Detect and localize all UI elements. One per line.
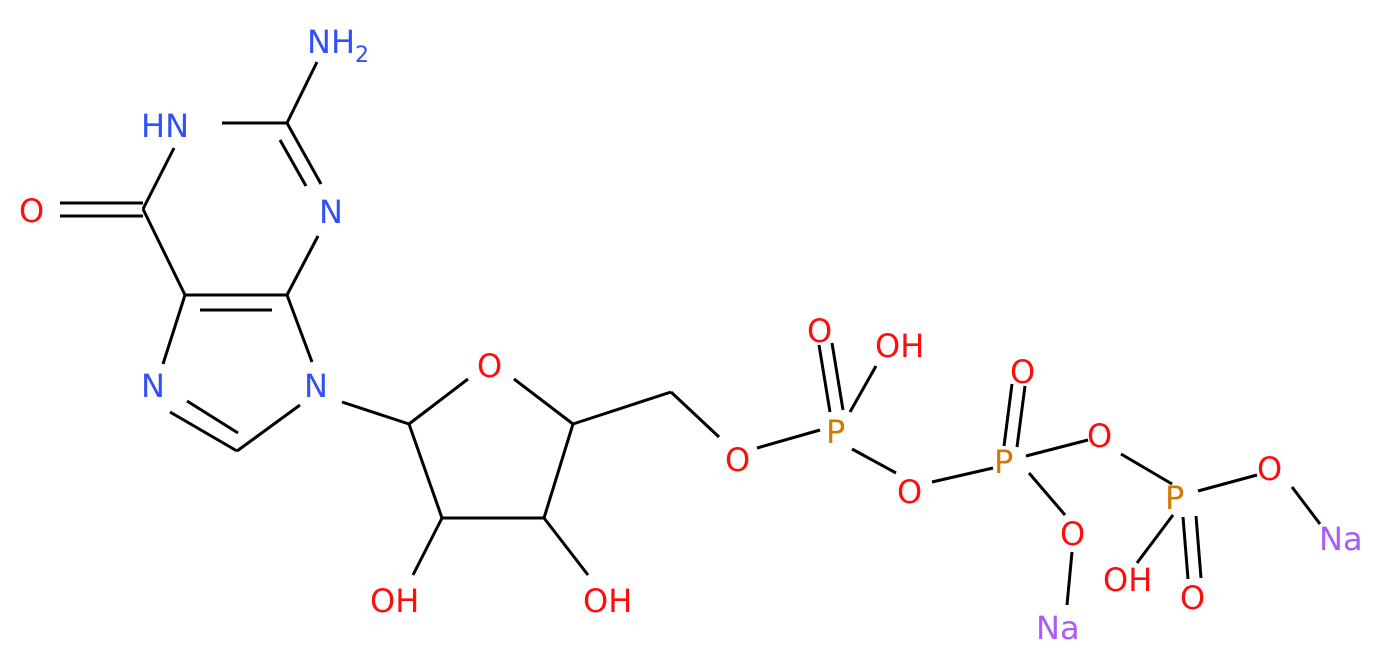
atom-n7: N bbox=[141, 367, 165, 405]
bond-palpha-oh bbox=[848, 365, 878, 413]
bond-n7-c8 bbox=[169, 410, 238, 453]
bond-palpha-o-dbl-b bbox=[830, 342, 845, 411]
atom-labels: NH2 HN N O N N O OH OH O P O OH O P O O … bbox=[19, 23, 1363, 647]
bond-pbeta-o-dbl-b bbox=[1015, 385, 1027, 448]
atom-amine: NH2 bbox=[307, 23, 369, 68]
atom-o5prime: O bbox=[725, 441, 750, 479]
bond-c2prime-oh bbox=[411, 517, 444, 576]
bond-palpha-o-dbl-a bbox=[817, 344, 832, 413]
bond-c3prime-oh bbox=[542, 517, 590, 576]
atom-o-gamma-na: O bbox=[1257, 450, 1282, 488]
bond-pgamma-oh bbox=[1135, 514, 1175, 564]
bond-c2-n3 bbox=[285, 122, 323, 185]
bond-n3-c4 bbox=[285, 235, 320, 296]
bond-obridge2-pgamma bbox=[1120, 452, 1173, 486]
atom-n1: HN bbox=[141, 107, 189, 145]
bond-o5prime-palpha bbox=[756, 428, 821, 450]
atom-o-beta-na: O bbox=[1060, 515, 1085, 553]
bond-n9-c1prime bbox=[341, 400, 410, 426]
bond-pgamma-ona bbox=[1197, 473, 1258, 493]
atom-oh-gamma: OH bbox=[1103, 561, 1152, 599]
atom-na-beta: Na bbox=[1036, 609, 1080, 647]
bond-c2-n3-inner bbox=[278, 139, 308, 187]
bond-c4prime-c3prime bbox=[542, 423, 575, 519]
bond-pgamma-o-dbl-b bbox=[1194, 515, 1203, 579]
atom-ring-o: O bbox=[477, 347, 502, 385]
bond-c6-n1 bbox=[141, 147, 176, 210]
bond-c5-c6 bbox=[141, 208, 187, 296]
atom-o-beta-double: O bbox=[1010, 353, 1035, 391]
bond-c5-n7 bbox=[161, 294, 187, 365]
bond-n9-c4 bbox=[285, 294, 314, 363]
bond-c4prime-c5prime bbox=[572, 390, 672, 426]
atom-oh-2prime: OH bbox=[370, 582, 419, 620]
atom-oh-3prime: OH bbox=[583, 582, 632, 620]
bond-pgamma-o-dbl-a bbox=[1181, 516, 1190, 580]
bonds bbox=[60, 61, 1322, 606]
atom-o-bridge-2: O bbox=[1087, 417, 1112, 455]
atom-n9: N bbox=[304, 367, 328, 405]
bond-obridge1-pbeta bbox=[931, 466, 994, 484]
bond-c8-n9 bbox=[236, 403, 301, 453]
bond-pbeta-obridge2 bbox=[1025, 438, 1089, 458]
bond-c5prime-o5prime bbox=[669, 390, 721, 439]
atom-na-gamma: Na bbox=[1319, 520, 1363, 558]
atom-oh-alpha: OH bbox=[875, 327, 924, 365]
atom-n3: N bbox=[319, 193, 343, 231]
bond-pbeta-o-dbl-a bbox=[1002, 383, 1014, 447]
bond-palpha-obridge1 bbox=[851, 447, 897, 475]
bond-n7-c8-inner bbox=[186, 399, 239, 435]
bond-c2prime-c1prime bbox=[407, 423, 444, 519]
bond-ona-na-gamma bbox=[1290, 486, 1322, 525]
bond-pbeta-ona bbox=[1027, 472, 1067, 516]
bond-c2-nh2 bbox=[285, 61, 319, 124]
bond-c1prime-o4prime bbox=[408, 377, 469, 426]
atom-o-bridge-1: O bbox=[897, 473, 922, 511]
atom-p-gamma: P bbox=[1165, 479, 1184, 517]
atom-o-gamma-double: O bbox=[1180, 579, 1205, 617]
atom-p-beta: P bbox=[994, 443, 1013, 481]
atom-p-alpha: P bbox=[826, 413, 845, 451]
bond-ona-na-beta bbox=[1065, 551, 1074, 606]
atom-o6: O bbox=[19, 192, 44, 230]
atom-o-alpha-double: O bbox=[807, 312, 832, 350]
bond-o4prime-c4prime bbox=[513, 377, 574, 426]
